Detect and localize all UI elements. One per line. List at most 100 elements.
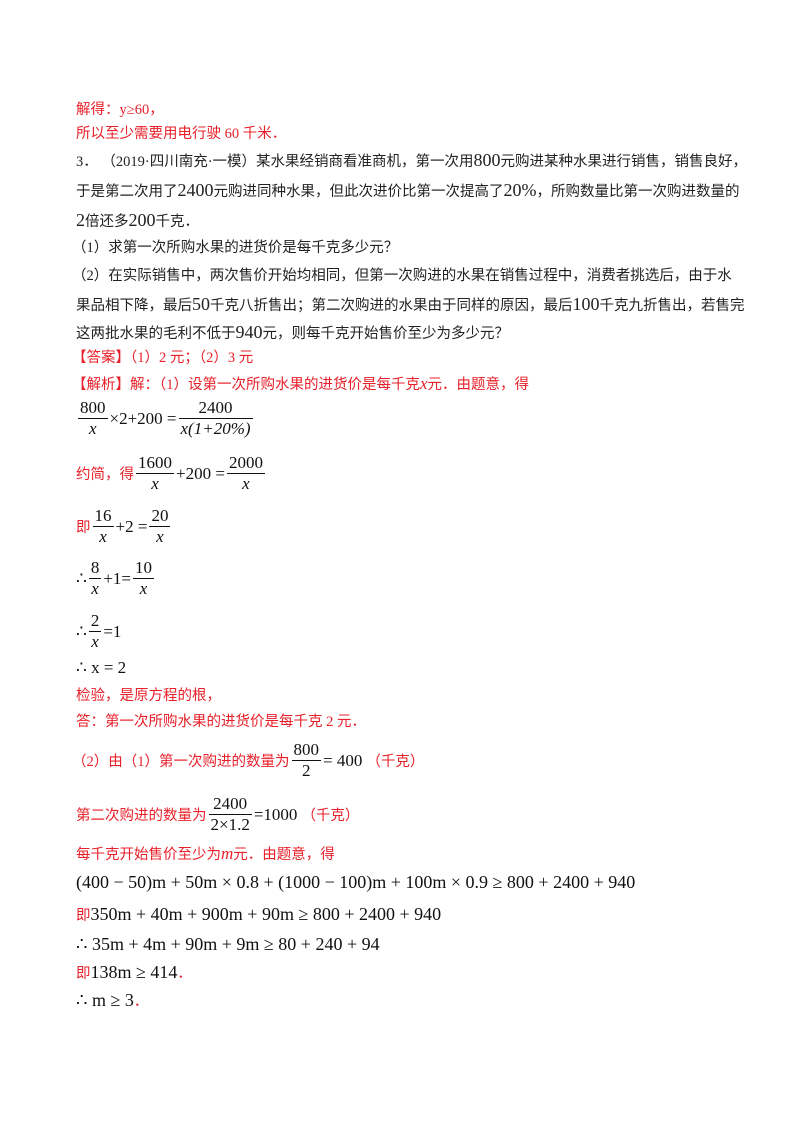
- numerator: 800: [291, 740, 321, 761]
- denominator: x: [242, 474, 250, 493]
- answer-label: 【答案】: [72, 350, 130, 366]
- equation-prefix: 即: [76, 908, 91, 924]
- problem-line-1: 3． （2019·四川南充·一模）某水果经销商看准商机，第一次用800元购进某种…: [76, 150, 747, 172]
- equation-prefix: 即: [76, 966, 91, 982]
- problem-text: 元购进同种水果，但此次进价比第一次提高了: [213, 184, 504, 200]
- equation-text: ∴ m ≥ 3: [76, 990, 134, 1010]
- variable-m: m: [221, 844, 234, 863]
- problem-number-value: 100: [572, 294, 600, 314]
- answer-text: （1）2 元；（2）3 元: [130, 350, 254, 366]
- equation-prefix: 即: [76, 520, 91, 536]
- numerator: 800: [78, 398, 108, 419]
- variable-x: x: [420, 374, 428, 393]
- numerator: 16: [92, 506, 114, 527]
- denominator: x: [151, 474, 159, 493]
- period: ．: [177, 966, 192, 982]
- problem-number-value: 940: [235, 322, 263, 342]
- inequality-1: (400 − 50)m + 50m × 0.8 + (1000 − 100)m …: [76, 872, 636, 892]
- equation-text: =1000: [253, 804, 298, 824]
- analysis-text: 每千克开始售价至少为: [76, 847, 221, 863]
- problem-number-value: 20%: [503, 180, 537, 200]
- therefore-symbol: ∴: [76, 621, 87, 641]
- prev-solution-line: 解得：y≥60，: [76, 102, 164, 118]
- equation-text: +200 =: [176, 463, 225, 483]
- problem-text: ，所购数量比第一次购进数量的: [536, 184, 740, 200]
- equation-6: ∴ x = 2: [76, 658, 127, 677]
- problem-line-3: 2倍还多200千克．: [76, 210, 199, 232]
- inequality-3: ∴ 35m + 4m + 90m + 9m ≥ 80 + 240 + 94: [76, 934, 380, 954]
- analysis-text: 元．由题意，得: [233, 847, 335, 863]
- denominator: x: [91, 632, 99, 651]
- problem-text: 元，则每千克开始售价至少为多少元？: [262, 326, 510, 342]
- inequality-5: ∴ m ≥ 3．: [76, 990, 148, 1012]
- problem-number-value: 2: [76, 210, 85, 230]
- problem-text: 千克九折售出，若售完: [599, 298, 745, 314]
- analysis-text: 解：（1）设第一次所购水果的进货价是每千克: [130, 377, 420, 393]
- problem-number: 3．: [76, 154, 98, 170]
- equation-text: 138m ≥ 414: [90, 962, 178, 982]
- equation-text: 350m + 40m + 900m + 90m ≥ 800 + 2400 + 9…: [90, 904, 442, 924]
- analysis-label: 【解析】: [72, 377, 130, 393]
- numerator: 2400: [178, 398, 253, 419]
- denominator: x: [139, 579, 148, 598]
- question-2-line-2: 果品相下降，最后50千克八折售出；第二次购进的水果由于同样的原因，最后100千克…: [76, 294, 745, 316]
- problem-number-value: 800: [473, 150, 501, 170]
- problem-text: 果品相下降，最后: [76, 298, 192, 314]
- question-1: （1）求第一次所购水果的进货价是每千克多少元？: [72, 240, 399, 256]
- problem-text: 元购进某种水果进行销售，销售良好，: [500, 154, 748, 170]
- numerator: 2000: [226, 453, 265, 474]
- therefore-symbol: ∴: [76, 568, 87, 588]
- analysis-intro: 【解析】解：（1）设第一次所购水果的进货价是每千克x元．由题意，得: [72, 374, 529, 395]
- numerator: 8: [88, 558, 102, 579]
- numerator: 10: [133, 558, 155, 579]
- unit-label: （千克）: [301, 808, 360, 824]
- period: ．: [133, 994, 149, 1010]
- equation-text: ×2+200 =: [109, 408, 177, 428]
- check-line: 检验，是原方程的根，: [76, 688, 221, 704]
- numerator: 20: [149, 506, 171, 527]
- numerator: 2: [88, 611, 102, 632]
- analysis-text: 元．由题意，得: [427, 377, 530, 393]
- analysis-text: 第二次购进的数量为: [76, 808, 207, 824]
- equation-prefix: 约简，得: [76, 467, 134, 483]
- prev-conclusion-line: 所以至少需要用电行驶 60 千米．: [76, 126, 287, 142]
- denominator: 2: [302, 761, 311, 780]
- problem-text: 这两批水果的毛利不低于: [76, 326, 236, 342]
- equation-text: +1=: [103, 568, 132, 588]
- denominator: x: [88, 419, 97, 438]
- part-2-setup: 每千克开始售价至少为m元．由题意，得: [76, 844, 335, 865]
- equation-text: = 400: [323, 750, 363, 770]
- denominator: x(1+20%): [180, 419, 251, 438]
- denominator: 2×1.2: [210, 815, 250, 834]
- denominator: x: [91, 579, 99, 598]
- denominator: x: [156, 527, 164, 546]
- problem-text: 某水果经销商看准商机，第一次用: [256, 154, 474, 170]
- problem-number-value: 50: [192, 294, 210, 314]
- answer-line: 【答案】（1）2 元；（2）3 元: [72, 348, 253, 368]
- problem-text: 千克．: [155, 214, 200, 230]
- problem-text: 于是第二次用了: [76, 184, 178, 200]
- problem-text: 倍还多: [85, 214, 129, 230]
- problem-line-2: 于是第二次用了2400元购进同种水果，但此次进价比第一次提高了20%，所购数量比…: [76, 180, 740, 202]
- inequality-2: 即350m + 40m + 900m + 90m ≥ 800 + 2400 + …: [76, 904, 441, 926]
- problem-number-value: 200: [128, 210, 156, 230]
- inequality-4: 即138m ≥ 414．: [76, 962, 192, 984]
- analysis-text: （2）由（1）第一次购进的数量为: [72, 754, 290, 770]
- unit-label: （千克）: [366, 754, 425, 770]
